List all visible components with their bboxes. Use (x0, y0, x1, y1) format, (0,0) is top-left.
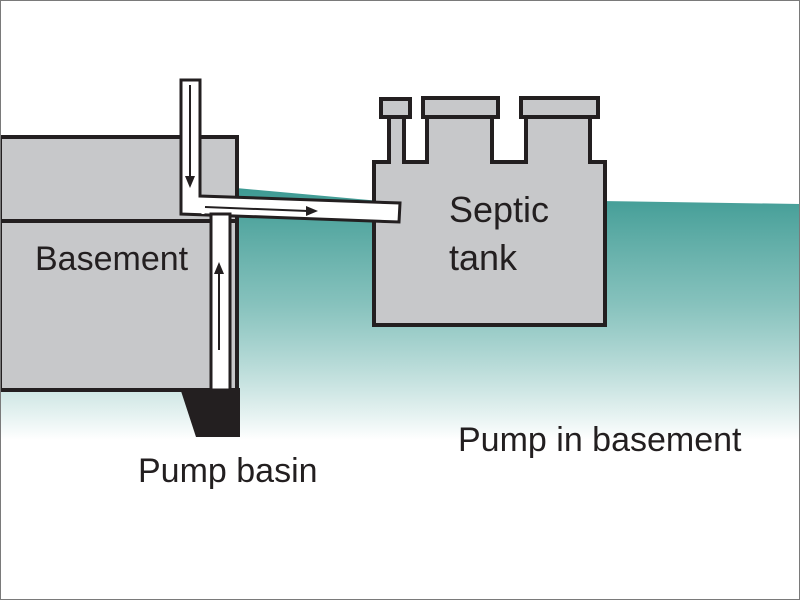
septic-tank-inlet-riser (421, 96, 500, 119)
arrow-right-icon (204, 206, 318, 216)
basement-label: Basement (35, 240, 189, 278)
pump-basin-label: Pump basin (138, 452, 318, 490)
basement-structure (0, 135, 239, 392)
drain-pipe (179, 78, 402, 224)
septic-tank-small-riser (379, 97, 412, 119)
arrow-up-icon (214, 262, 224, 350)
pump-basin (180, 388, 240, 437)
diagram-caption: Pump in basement (458, 421, 742, 459)
flow-arrows (185, 85, 318, 350)
septic-tank (372, 96, 607, 327)
pump-discharge-pipe (209, 212, 232, 392)
septic-tank-label-line1: Septic (449, 189, 549, 230)
septic-tank-outlet-riser (519, 96, 600, 119)
pipe-system (179, 78, 402, 392)
septic-tank-label-line2: tank (449, 237, 518, 278)
arrow-down-icon (185, 85, 195, 188)
basement-room (0, 219, 239, 392)
